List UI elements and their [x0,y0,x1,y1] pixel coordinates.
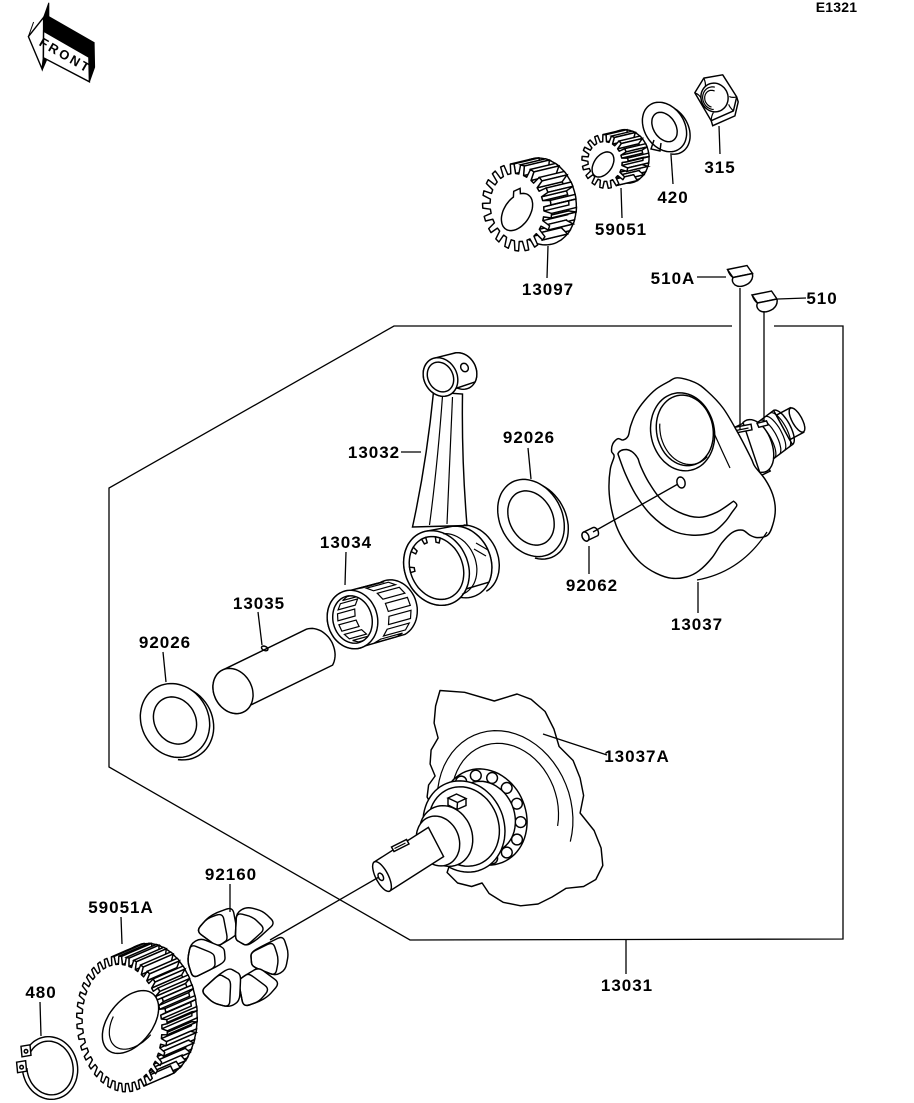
svg-text:59051A: 59051A [88,898,154,917]
svg-text:315: 315 [704,158,735,177]
svg-text:510: 510 [806,289,837,308]
svg-text:13037A: 13037A [604,747,670,766]
svg-text:510A: 510A [651,269,696,288]
svg-text:13031: 13031 [601,976,653,995]
svg-text:480: 480 [25,983,56,1002]
svg-text:420: 420 [657,188,688,207]
svg-text:13037: 13037 [671,615,723,634]
svg-text:13097: 13097 [522,280,574,299]
svg-text:13032: 13032 [348,443,400,462]
svg-text:13035: 13035 [233,594,285,613]
svg-text:92160: 92160 [205,865,257,884]
svg-text:59051: 59051 [595,220,647,239]
svg-text:92062: 92062 [566,576,618,595]
svg-text:92026: 92026 [139,633,191,652]
svg-text:92026: 92026 [503,428,555,447]
svg-text:E1321: E1321 [816,0,857,15]
svg-text:13034: 13034 [320,533,372,552]
